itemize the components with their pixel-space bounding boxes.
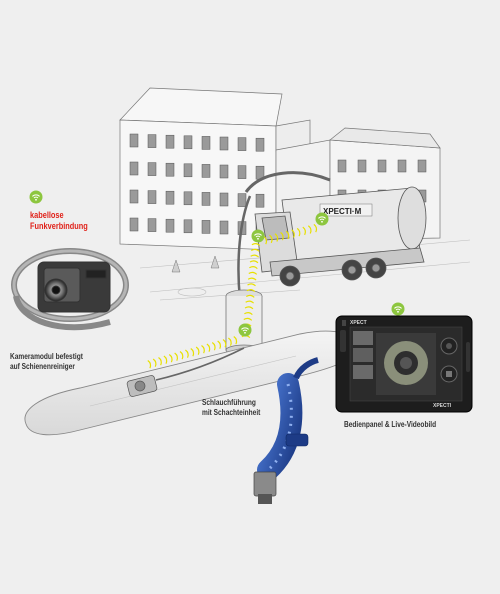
signal-wave-arc (244, 311, 253, 316)
window (183, 191, 193, 206)
window (129, 161, 139, 176)
window (219, 136, 229, 151)
signal-wave-arc (250, 248, 260, 252)
sewer-pipe (24, 330, 357, 436)
signal-wave-arc (245, 300, 255, 304)
window (183, 163, 193, 178)
window (237, 165, 247, 179)
signal-wave-arc (201, 344, 205, 354)
label-control-panel: Bedienpanel & Live-Videobild (344, 420, 437, 429)
camera-module (11, 248, 129, 331)
window (165, 134, 175, 149)
window (219, 220, 229, 235)
signal-wave-arc (249, 260, 259, 264)
signal-wave-arc (195, 346, 200, 355)
label-wireless-connection: kabellose Funkverbindung (30, 210, 88, 231)
window (201, 136, 211, 150)
window (397, 159, 407, 173)
signal-wave-arc (147, 359, 152, 369)
window (201, 164, 211, 178)
window (417, 159, 427, 173)
truck-brand-text: XPECTI·M (323, 207, 362, 216)
control-tablet (335, 315, 473, 413)
signal-wave-arc (206, 343, 211, 352)
window (165, 162, 175, 177)
pipe-cleaner-unit (126, 347, 245, 397)
signal-wave-arc (307, 225, 312, 234)
window (201, 220, 211, 234)
hose-shaft-unit (253, 357, 319, 504)
signal-wave-arc (217, 340, 222, 349)
signal-wave-arc (263, 235, 268, 245)
signal-wave-arc (246, 288, 256, 293)
building-windows (129, 133, 427, 236)
signal-wave-arc (269, 234, 273, 244)
window (255, 193, 265, 208)
signal-wave-arc (247, 283, 256, 287)
traffic-cones (171, 255, 220, 273)
signal-wave-arc (250, 254, 260, 258)
signal-wave-arc (190, 347, 195, 357)
wifi-icon (315, 212, 329, 226)
window (147, 162, 157, 176)
signal-wave-arc (228, 337, 232, 346)
window (377, 159, 387, 173)
signal-wave-arc (247, 277, 257, 281)
window (129, 217, 139, 232)
signal-wave-arc (249, 265, 258, 270)
window (201, 192, 211, 206)
window (237, 137, 247, 151)
signal-wave-arc (211, 341, 216, 351)
window (219, 192, 229, 207)
signal-wave-arc (174, 352, 179, 361)
window (337, 159, 347, 173)
wifi-icon (29, 190, 43, 204)
signal-wave-arc (296, 227, 301, 237)
wifi-icon (391, 302, 405, 316)
window (237, 193, 247, 207)
window (357, 159, 367, 173)
window (255, 137, 265, 152)
tablet-brand-top: XPECT (350, 320, 367, 326)
signal-wave-arc (158, 356, 162, 366)
signal-wave-arc (248, 271, 258, 275)
signal-wave-arc (163, 355, 168, 364)
tablet-brand-bottom: XPECTI (433, 403, 452, 409)
signal-wave-arc (233, 335, 238, 345)
window (165, 190, 175, 205)
wifi-markers (29, 190, 405, 337)
label-camera-module: Kameramodul befestigt auf Schienenreinig… (10, 352, 83, 371)
signal-wave-arc (179, 350, 184, 360)
signal-wave-arc (168, 353, 173, 363)
signal-wave-arc (274, 233, 279, 242)
signal-wave-arc (185, 349, 189, 358)
window (147, 134, 157, 148)
label-hose-guide: Schlauchführung mit Schachteinheit (202, 398, 261, 417)
window (165, 218, 175, 233)
signal-wave-arc (313, 223, 318, 233)
window (183, 219, 193, 234)
signal-wave-arc (302, 226, 307, 236)
window (219, 164, 229, 179)
signal-waves (147, 223, 318, 369)
window (129, 189, 139, 204)
signal-wave-arc (244, 306, 254, 310)
signal-wave-arc (280, 231, 284, 241)
window (129, 133, 139, 148)
tanker-truck (237, 171, 427, 301)
signal-wave-arc (152, 358, 157, 367)
signal-wave-arc (245, 294, 255, 298)
window (183, 135, 193, 150)
wifi-icon (238, 323, 252, 337)
signal-wave-arc (222, 338, 227, 348)
wifi-icon (251, 229, 265, 243)
window (147, 190, 157, 204)
signal-wave-arc (285, 230, 290, 240)
window (147, 218, 157, 232)
signal-wave-arc (243, 317, 253, 321)
signal-wave-arc (251, 242, 261, 247)
signal-wave-arc (291, 229, 295, 238)
